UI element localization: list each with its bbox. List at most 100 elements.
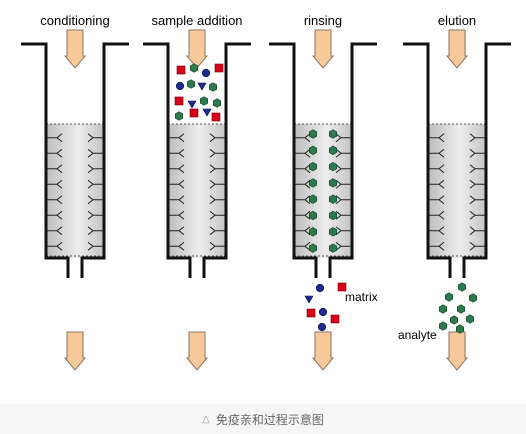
outflow-arrow-icon [63,331,87,371]
matrix-blue-circle [318,307,328,317]
antibody-icon [87,226,103,236]
antibody-icon [87,210,103,220]
analyte-label: analyte [398,328,437,342]
matrix-blue-circle [317,322,327,332]
matrix-red-square [174,96,184,106]
antibody-icon [209,179,225,189]
triangle-icon: △ [202,413,210,425]
analyte-hexagon [328,194,338,204]
matrix-blue-triangle [304,295,314,304]
matrix-blue-circle [175,81,185,91]
analyte-cluster [438,282,478,334]
antibody-icon [87,133,103,143]
matrix-blue-circle [201,68,211,78]
analyte-hexagon [308,227,318,237]
analyte-hexagon [209,82,217,92]
antibody-icon [209,133,225,143]
figure-caption: △ 免疫亲和过程示意图 [0,404,526,434]
antibody-icon [469,195,485,205]
analyte-hexagon [444,292,454,302]
antibody-icon [429,226,445,236]
antibody-icon [47,226,63,236]
antibody-icon [169,148,185,158]
matrix-blue-triangle [197,82,207,91]
step-label-conditioning: conditioning [40,13,109,28]
column-conditioning [21,29,129,371]
inflow-arrow-icon [445,29,469,69]
analyte-hexagon [457,282,467,292]
antibody-icon [335,195,351,205]
antibody-icon [47,241,63,251]
analyte-hexagon [328,210,338,221]
antibody-icon [469,226,485,236]
antibody-icon [429,241,445,251]
outflow-arrow-icon [445,331,469,371]
antibody-icon [429,210,445,220]
antibody-icon [295,210,311,220]
outflow-arrow-icon [185,331,209,371]
analyte-hexagon [308,194,318,204]
matrix-red-square [176,65,186,75]
analyte-hexagon [308,178,318,188]
antibody-icon [169,179,185,189]
antibody-icon [87,241,103,251]
outflow-arrow-icon [311,331,335,371]
analyte-hexagon [308,210,318,221]
antibody-icon [429,148,445,158]
sorbent-bed [428,124,486,258]
step-label-sample-addition: sample addition [151,13,242,28]
step-label-rinsing: rinsing [304,13,342,28]
analyte-hexagon [328,227,338,237]
cartridge-outline [21,42,129,278]
antibody-icon [429,133,445,143]
matrix-red-square [337,282,347,292]
antibody-icon [87,179,103,189]
antibody-icon [47,148,63,158]
antibody-icon [469,133,485,143]
antibody-icon [169,133,185,143]
analyte-hexagon [465,314,475,324]
sorbent-bed [168,124,226,258]
matrix-red-square [189,108,199,118]
column-sample-addition [143,29,251,371]
antibody-icon [209,148,225,158]
analyte-hexagon [456,304,466,314]
matrix-blue-circle [315,283,325,293]
antibody-icon [335,210,351,220]
analyte-hexagon [328,145,338,155]
antibody-icon [209,241,225,251]
antibody-icon [209,195,225,205]
inflow-arrow-icon [185,29,209,69]
analyte-hexagon [468,293,478,303]
antibody-icon [169,164,185,174]
caption-text: 免疫亲和过程示意图 [215,412,324,427]
cartridge-outline [269,42,377,278]
antibody-icon [47,179,63,189]
matrix-label: matrix [345,290,378,304]
immunoaffinity-diagram: conditioning sample addition rinsing elu… [21,13,511,371]
column-elution [403,29,511,371]
analyte-hexagon [308,243,318,253]
analyte-hexagon [175,111,183,121]
antibody-icon [469,179,485,189]
antibody-icon [469,241,485,251]
analyte-hexagon [200,96,208,106]
antibody-icon [469,210,485,220]
cartridge-outline [403,42,511,278]
analyte-hexagon [308,161,318,172]
analyte-hexagon [328,178,338,188]
antibody-icon [469,164,485,174]
matrix-blue-triangle [202,108,212,117]
antibody-icon [169,241,185,251]
step-label-elution: elution [438,13,476,28]
antibody-icon [209,226,225,236]
matrix-blue-triangle [187,100,197,109]
analyte-hexagon [308,129,318,139]
analyte-hexagon [438,321,448,331]
analyte-hexagon [455,324,465,334]
antibody-icon [169,210,185,220]
inflow-arrow-icon [63,29,87,69]
analyte-hexagon [187,79,195,89]
cartridge-outline [143,42,251,278]
bound-analyte [308,129,338,253]
